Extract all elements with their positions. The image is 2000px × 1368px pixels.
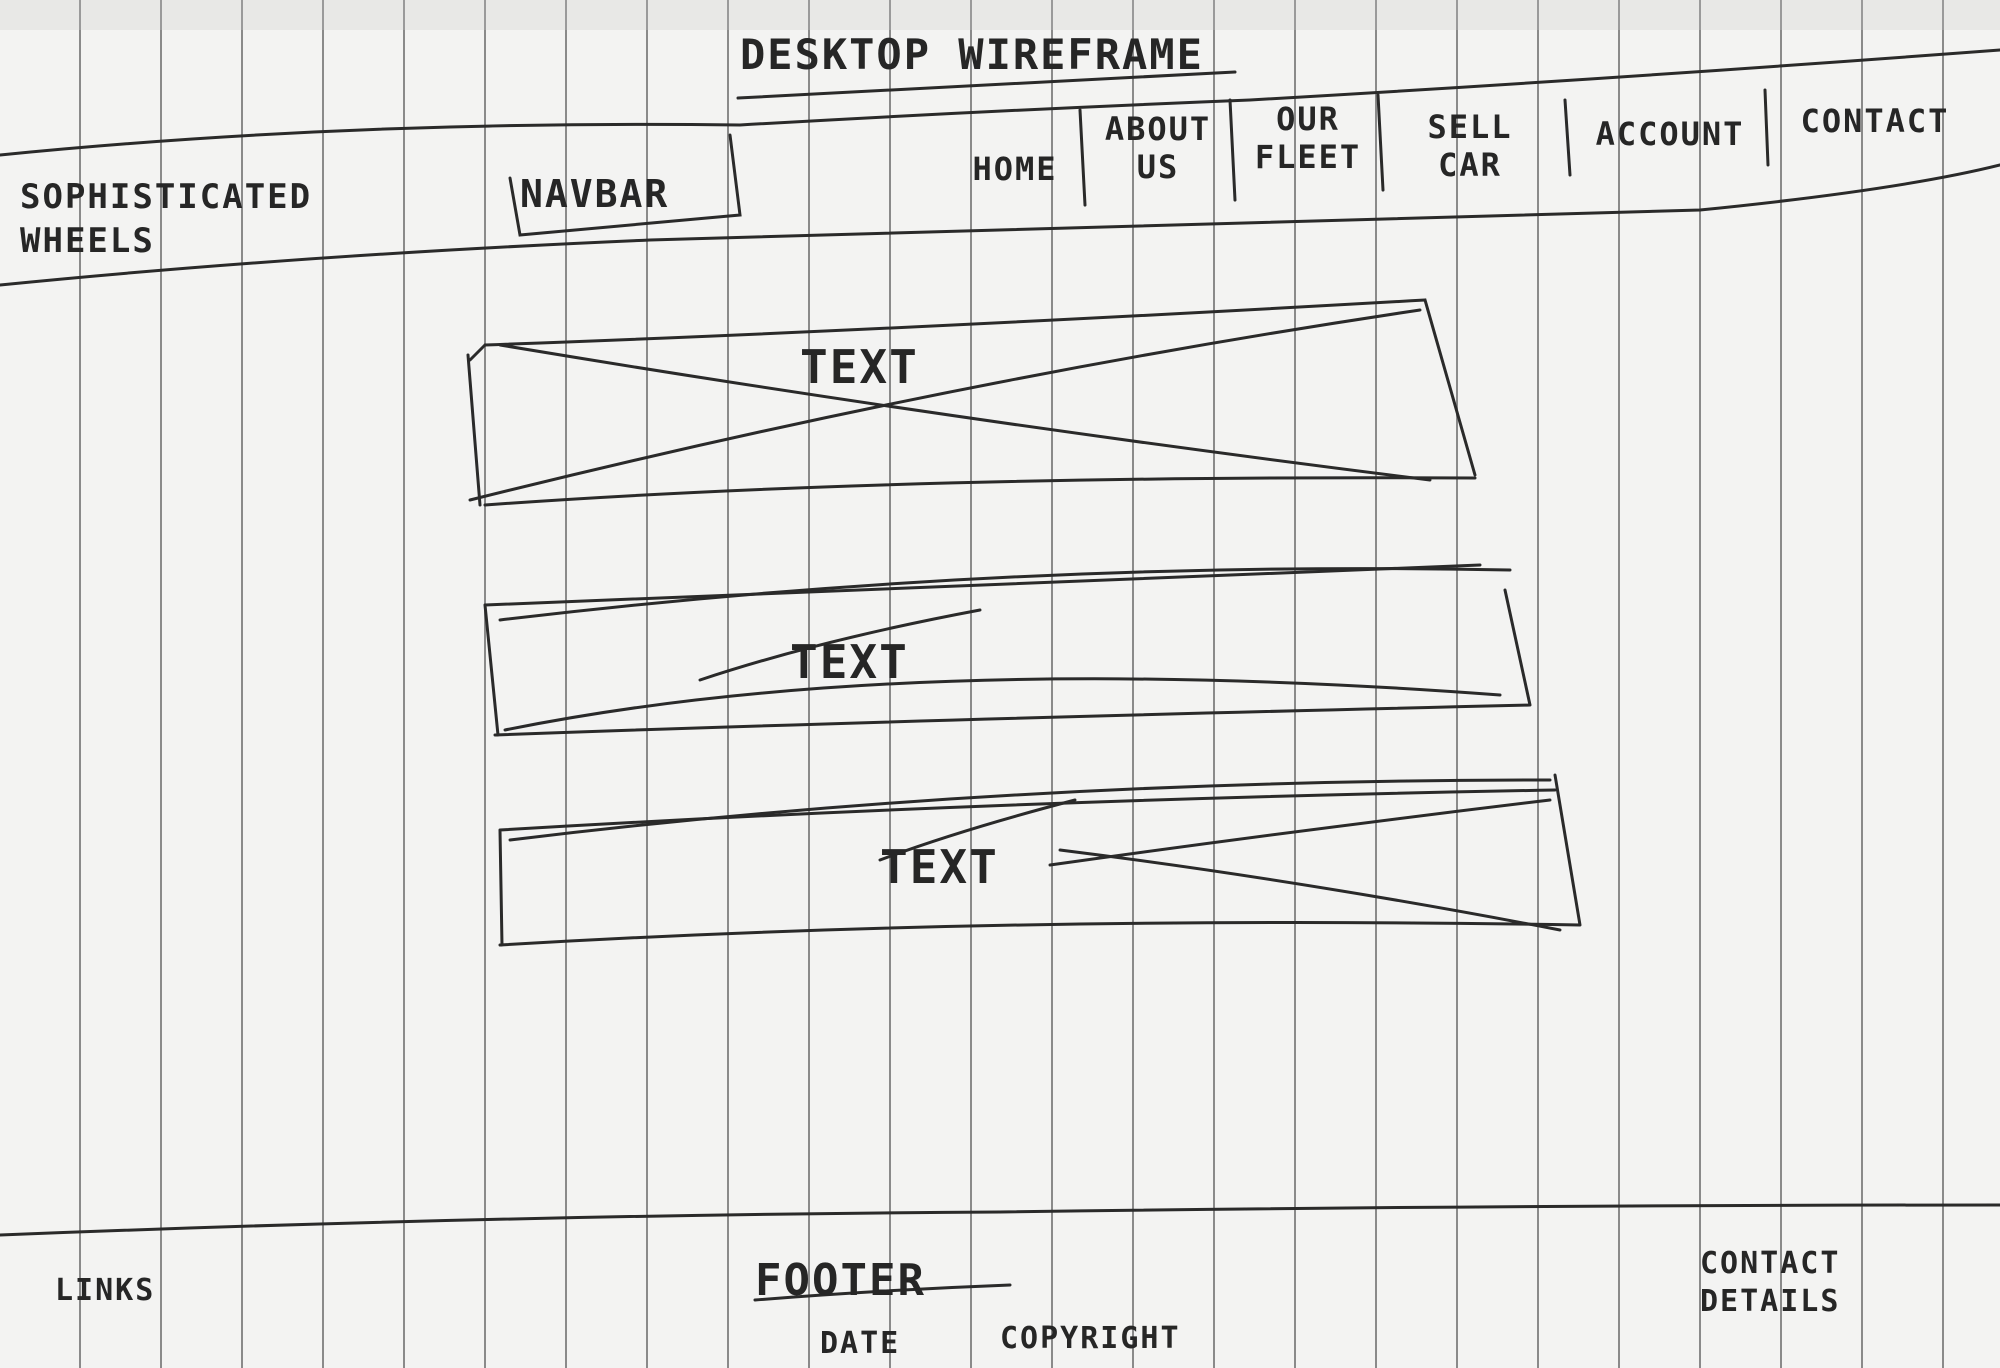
footer-label: FOOTER: [755, 1255, 926, 1306]
nav-home[interactable]: HOME: [955, 150, 1075, 188]
nav-account[interactable]: ACCOUNT: [1580, 115, 1760, 153]
footer-contact-line-2: DETAILS: [1700, 1284, 1841, 1319]
brand-line-2: WHEELS: [20, 221, 155, 261]
text-block-1-label: TEXT: [800, 340, 919, 394]
nav-sell-car-label-2: CAR: [1438, 146, 1502, 184]
navbar-label: NAVBAR: [520, 172, 670, 216]
brand-line-1: SOPHISTICATED: [20, 177, 313, 217]
nav-home-label: HOME: [972, 150, 1058, 188]
nav-our-fleet[interactable]: OUR FLEET: [1238, 100, 1378, 176]
footer-copyright: COPYRIGHT: [1000, 1321, 1181, 1356]
nav-sell-car[interactable]: SELL CAR: [1400, 108, 1540, 184]
site-brand[interactable]: SOPHISTICATED WHEELS: [20, 175, 312, 263]
footer-links[interactable]: LINKS: [55, 1273, 156, 1308]
text-block-2-label: TEXT: [790, 635, 909, 689]
nav-contact-label: CONTACT: [1800, 102, 1950, 140]
nav-our-fleet-label-2: FLEET: [1254, 138, 1362, 176]
nav-sell-car-label-1: SELL: [1427, 108, 1513, 146]
nav-about-us[interactable]: ABOUT US: [1088, 110, 1228, 186]
text-block-3-label: TEXT: [880, 840, 999, 894]
nav-account-label: ACCOUNT: [1595, 115, 1745, 153]
nav-about-us-label-1: ABOUT: [1104, 110, 1212, 148]
footer-contact-line-1: CONTACT: [1700, 1246, 1841, 1281]
wireframe-title: DESKTOP WIREFRAME: [740, 30, 1204, 79]
footer-contact-details[interactable]: CONTACT DETAILS: [1700, 1245, 1840, 1321]
nav-contact[interactable]: CONTACT: [1775, 102, 1975, 140]
footer-date: DATE: [820, 1326, 901, 1361]
nav-our-fleet-label-1: OUR: [1276, 100, 1340, 138]
nav-about-us-label-2: US: [1136, 148, 1180, 186]
